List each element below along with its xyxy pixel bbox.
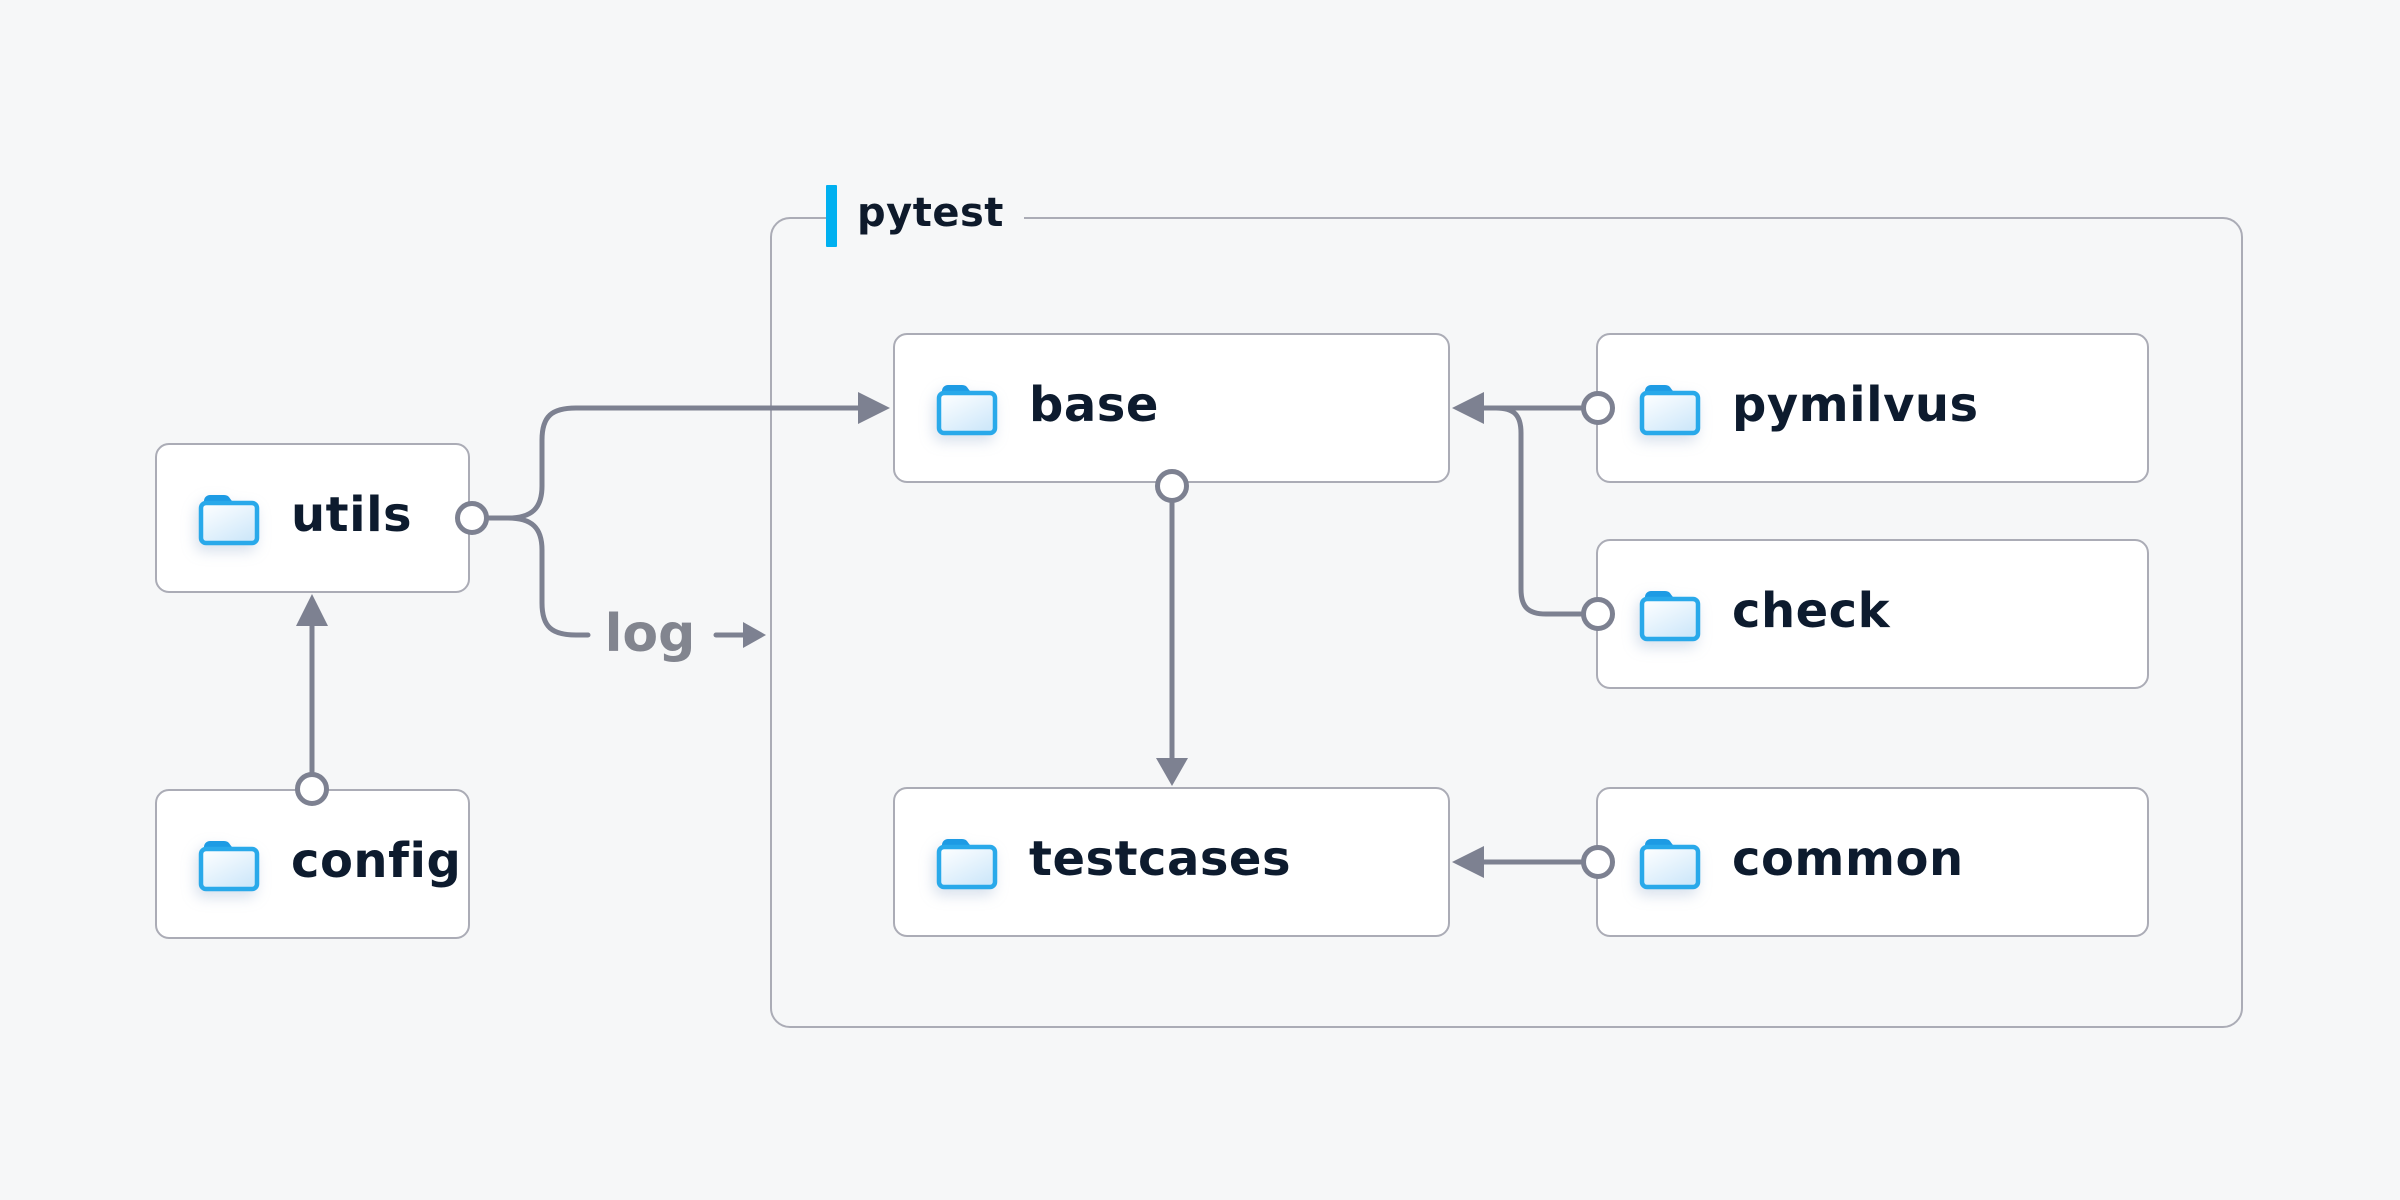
node-label: config: [291, 833, 462, 889]
pytest-group-box: [770, 217, 2243, 1028]
arrowhead-up-icon: [296, 594, 328, 626]
accent-bar-icon: [826, 185, 837, 247]
node-testcases: testcases: [893, 787, 1450, 937]
node-check: check: [1596, 539, 2149, 689]
node-label: utils: [291, 487, 413, 543]
folder-icon: [1639, 838, 1701, 890]
node-label: base: [1029, 377, 1159, 433]
pytest-group-label: pytest: [826, 185, 1024, 247]
node-label: check: [1732, 583, 1891, 639]
arrowhead-right-icon: [743, 622, 766, 648]
edge-utils-log: [484, 515, 591, 638]
node-label: pymilvus: [1732, 377, 1979, 433]
node-label: common: [1732, 831, 1964, 887]
folder-icon: [1639, 384, 1701, 436]
folder-icon: [1639, 590, 1701, 642]
node-pymilvus: pymilvus: [1596, 333, 2149, 483]
node-label: testcases: [1029, 831, 1292, 887]
folder-icon: [198, 494, 260, 546]
folder-icon: [936, 838, 998, 890]
node-common: common: [1596, 787, 2149, 937]
folder-icon: [198, 840, 260, 892]
node-config: config: [155, 789, 470, 939]
edge-label-log: log: [604, 604, 696, 664]
node-utils: utils: [155, 443, 470, 593]
node-base: base: [893, 333, 1450, 483]
group-title: pytest: [857, 190, 1004, 236]
folder-icon: [936, 384, 998, 436]
